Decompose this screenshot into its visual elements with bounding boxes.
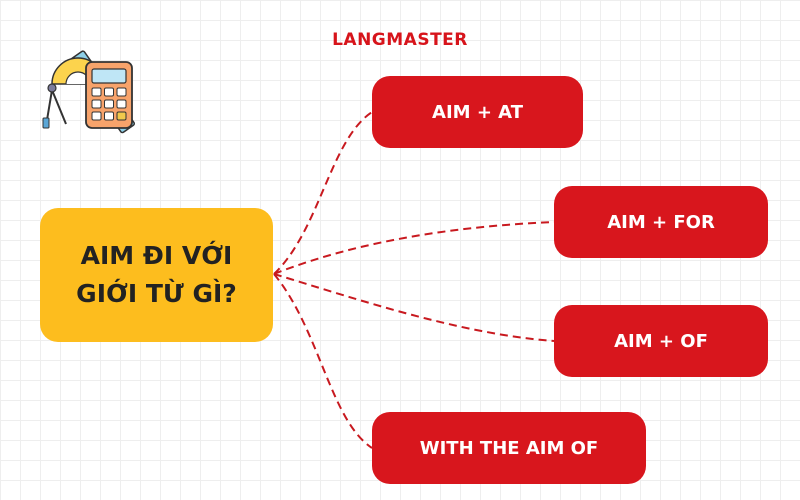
connector-aim-at <box>273 111 373 275</box>
branch-aim-at: AIM + AT <box>372 76 583 148</box>
branch-label: AIM + FOR <box>607 211 715 233</box>
branch-aim-for: AIM + FOR <box>554 186 768 258</box>
calculator-ruler-compass-icon <box>42 50 136 134</box>
branch-with-the-aim-of: WITH THE AIM OF <box>372 412 646 484</box>
branch-label: AIM + AT <box>432 101 523 123</box>
connector-aim-for <box>273 221 555 275</box>
connector-aim-of <box>273 273 555 342</box>
branch-aim-of: AIM + OF <box>554 305 768 377</box>
brand-logo: LANGMASTER <box>332 30 468 50</box>
connector-with-the-aim-of <box>273 273 373 449</box>
branch-label: WITH THE AIM OF <box>419 437 599 459</box>
branch-label: AIM + OF <box>614 330 708 352</box>
central-topic: AIM ĐI VỚI GIỚI TỪ GÌ? <box>40 208 273 342</box>
central-topic-text: AIM ĐI VỚI GIỚI TỪ GÌ? <box>76 241 237 308</box>
